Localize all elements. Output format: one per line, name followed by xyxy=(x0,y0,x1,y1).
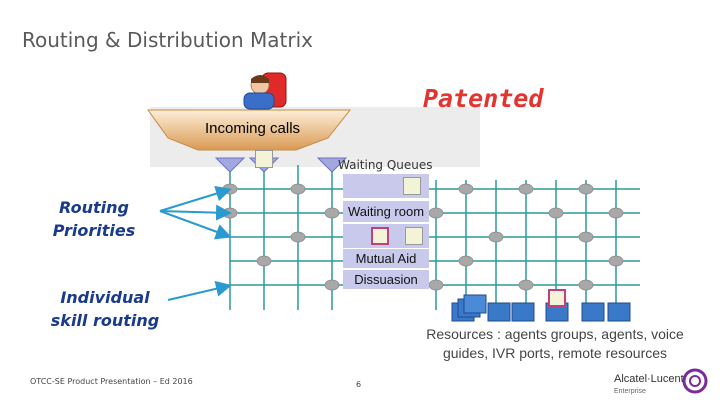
individual-skill-routing-line1: Individual xyxy=(60,288,150,307)
priority-arrow xyxy=(159,185,232,212)
page-title: Routing & Distribution Matrix xyxy=(22,28,313,52)
matrix-node xyxy=(518,279,534,291)
resource-tile xyxy=(487,302,511,322)
individual-skill-routing-label: Individual skill routing xyxy=(40,286,170,332)
resources-group xyxy=(451,294,631,322)
incoming-calls-banner xyxy=(147,109,352,151)
matrix-node xyxy=(608,255,624,267)
patented-watermark: Patented xyxy=(423,84,544,113)
agent-queue-icon xyxy=(255,150,273,168)
agent-queue-icon xyxy=(405,227,423,245)
matrix-node xyxy=(578,279,594,291)
agent-resource-icon xyxy=(548,289,566,307)
page-number: 6 xyxy=(356,380,362,389)
brand-subtitle: Enterprise xyxy=(614,388,646,395)
matrix-node xyxy=(578,231,594,243)
matrix-node xyxy=(578,183,594,195)
agent-queue-icon xyxy=(371,227,389,245)
agent-queue-icon xyxy=(403,177,421,195)
resource-tile xyxy=(581,302,605,322)
matrix-node xyxy=(428,279,444,291)
mutual-aid-box: Mutual Aid xyxy=(343,249,429,268)
matrix-node xyxy=(324,207,340,219)
matrix-node xyxy=(324,279,340,291)
resource-tile xyxy=(607,302,631,322)
matrix-node xyxy=(290,231,306,243)
resources-line1: Resources : agents groups, agents, voice xyxy=(426,326,684,342)
matrix-node xyxy=(290,183,306,195)
priority-arrow xyxy=(159,204,232,221)
matrix-node xyxy=(608,207,624,219)
queue-funnel xyxy=(316,157,348,173)
incoming-calls-label: Incoming calls xyxy=(205,120,301,137)
routing-priorities-label: Routing Priorities xyxy=(44,196,144,242)
priority-arrow xyxy=(159,210,232,240)
matrix-node xyxy=(458,183,474,195)
individual-skill-routing-line2: skill routing xyxy=(50,311,160,330)
queue-funnel xyxy=(214,157,246,173)
resources-caption: Resources : agents groups, agents, voice… xyxy=(395,325,715,363)
matrix-node xyxy=(256,255,272,267)
matrix-node xyxy=(428,207,444,219)
brand-name: Alcatel·Lucent xyxy=(614,373,684,385)
matrix-node xyxy=(458,255,474,267)
alcatel-lucent-logo-icon xyxy=(682,368,708,394)
routing-priorities-line2: Priorities xyxy=(52,221,136,240)
footer-text: OTCC-SE Product Presentation – Ed 2016 xyxy=(30,377,193,386)
person-with-phone-icon xyxy=(243,72,287,110)
resource-tile xyxy=(463,294,487,314)
matrix-node xyxy=(548,207,564,219)
resources-line2: guides, IVR ports, remote resources xyxy=(442,345,668,361)
waiting-room-agents-box xyxy=(343,224,429,248)
skill-routing-arrow xyxy=(167,280,232,301)
waiting-queues-label: Waiting Queues xyxy=(338,158,433,172)
resource-tile xyxy=(511,302,535,322)
priority-arrows xyxy=(159,185,232,301)
routing-priorities-line1: Routing xyxy=(59,198,129,217)
matrix-node xyxy=(488,231,504,243)
matrix-node xyxy=(222,183,238,195)
waiting-queues-box xyxy=(343,174,429,198)
matrix-node xyxy=(518,183,534,195)
waiting-room-box: Waiting room xyxy=(343,201,429,222)
dissuasion-box: Dissuasion xyxy=(343,270,429,289)
